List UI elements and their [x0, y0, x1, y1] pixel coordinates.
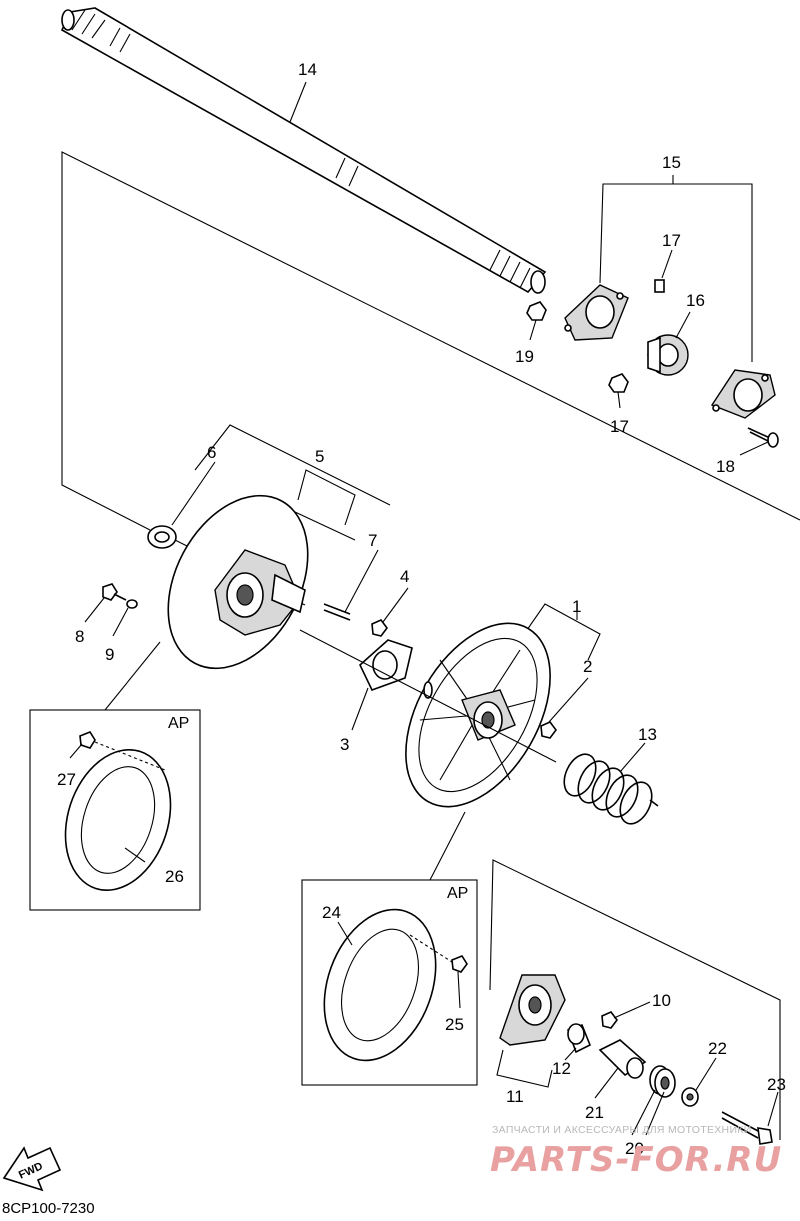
callout-3: 3 — [340, 735, 349, 754]
callout-19: 19 — [515, 347, 534, 366]
bolt-23 — [721, 1111, 773, 1145]
sliding-sheave — [405, 622, 551, 808]
watermark-tagline: ЗАПЧАСТИ И АКСЕССУАРЫ ДЛЯ МОТОТЕХНИКИ — [492, 1124, 752, 1136]
callout-4: 4 — [400, 567, 409, 586]
oil-seal-6 — [147, 525, 177, 549]
screw-8 — [102, 583, 127, 601]
ap-box-right: AP — [301, 811, 478, 1086]
callout-18: 18 — [716, 457, 735, 476]
callout-5: 5 — [315, 447, 324, 466]
callout-23: 23 — [767, 1075, 786, 1094]
ap-label-left: AP — [168, 715, 189, 732]
callout-8: 8 — [75, 627, 84, 646]
washer-22 — [681, 1087, 699, 1107]
callout-27: 27 — [57, 770, 76, 789]
callout-1: 1 — [572, 597, 581, 616]
callout-12: 12 — [552, 1059, 571, 1078]
bolt-18 — [747, 427, 779, 448]
bearing — [647, 334, 689, 376]
callout-14: 14 — [298, 60, 317, 79]
callout-2: 2 — [583, 657, 592, 676]
callout-11: 11 — [506, 1087, 524, 1106]
nut-10 — [601, 1011, 618, 1029]
callout-13: 13 — [638, 725, 657, 744]
collar-17-upper — [654, 279, 665, 293]
bushing-12 — [566, 1023, 592, 1054]
callout-7: 7 — [368, 531, 377, 550]
callout-25: 25 — [445, 1015, 464, 1034]
callout-26: 26 — [165, 867, 184, 886]
torque-cam-11 — [499, 974, 566, 1046]
washer-9 — [126, 599, 138, 609]
spring-13 — [563, 753, 659, 825]
callout-9: 9 — [105, 645, 114, 664]
cam-assembly-bracket — [489, 859, 781, 1140]
nut-17-lower — [608, 373, 629, 393]
callout-22: 22 — [708, 1039, 727, 1058]
callout-6: 6 — [207, 443, 216, 462]
fixed-sheave — [167, 494, 309, 670]
leader-lines — [69, 81, 779, 1136]
nut-2 — [540, 721, 557, 739]
callout-17-lower: 17 — [610, 417, 629, 436]
forward-arrow-icon: FWD — [2, 1146, 62, 1192]
collar-21 — [598, 1039, 647, 1079]
callout-16: 16 — [686, 291, 705, 310]
callout-10: 10 — [652, 991, 671, 1010]
gasket-3 — [359, 639, 413, 691]
ap-box-left: AP — [29, 641, 201, 911]
callout-17-upper: 17 — [662, 231, 681, 250]
callout-24: 24 — [322, 903, 341, 922]
callout-15: 15 — [662, 153, 681, 172]
bearing-housing-left — [564, 284, 629, 341]
callout-20: 20 — [625, 1139, 644, 1158]
secondary-shaft — [60, 7, 547, 294]
nut-19 — [526, 301, 547, 321]
washers-20 — [649, 1065, 676, 1098]
stud-7 — [323, 603, 351, 621]
diagram-code: 8CP100-7230 — [2, 1200, 95, 1217]
screw-4 — [371, 619, 388, 637]
ap-label-right: AP — [447, 885, 468, 902]
callout-21: 21 — [585, 1103, 604, 1122]
watermark-brand: PARTS-FOR.RU — [490, 1140, 783, 1180]
callouts: 1 2 3 4 5 6 7 8 9 10 11 12 13 14 15 16 1… — [57, 60, 786, 1158]
bearing-housing-right — [710, 369, 776, 419]
